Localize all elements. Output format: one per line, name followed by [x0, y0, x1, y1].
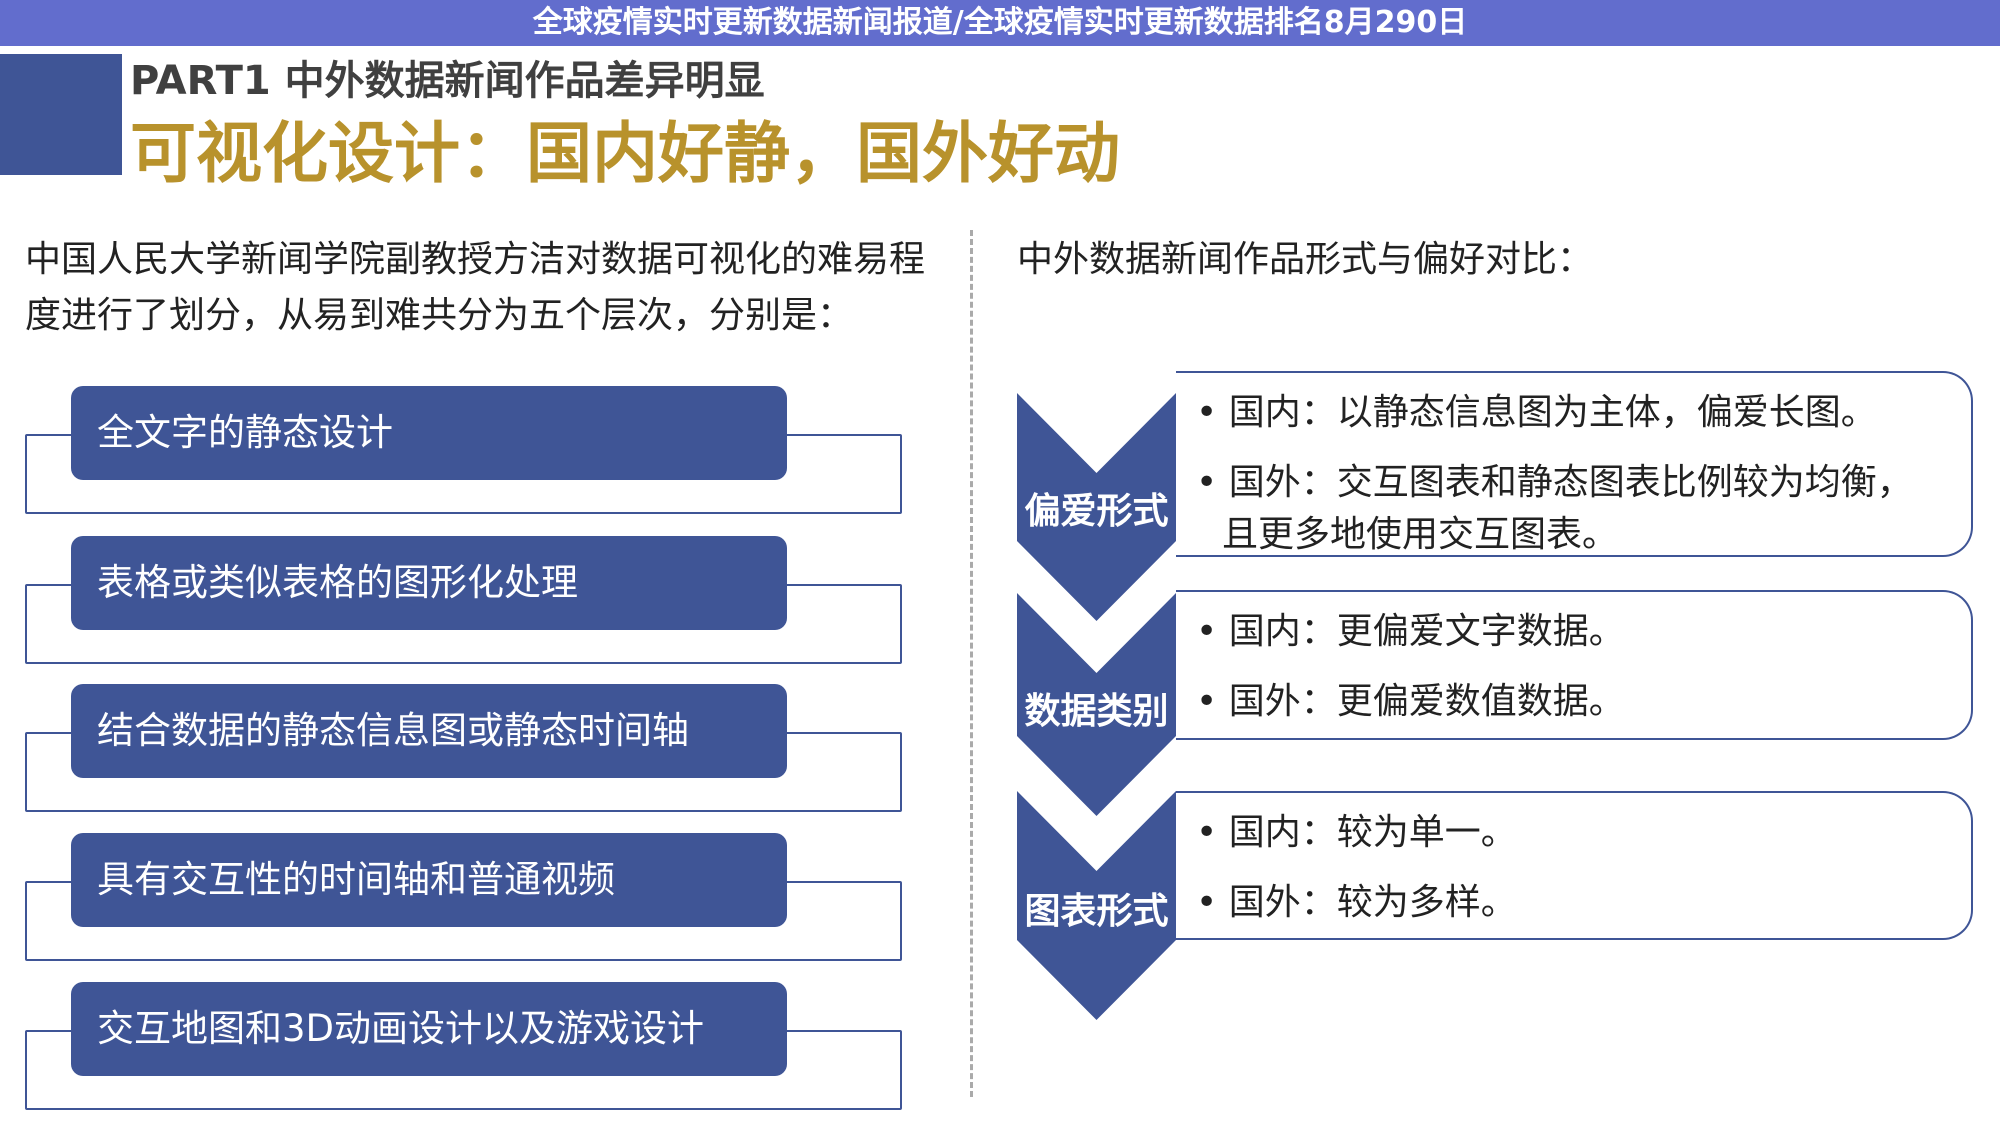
- comparison-box: 国内：更偏爱文字数据。 国外：更偏爱数值数据。: [1176, 590, 1973, 740]
- bullet-item: 国内：较为单一。: [1196, 807, 1971, 859]
- overlay-banner[interactable]: 全球疫情实时更新数据新闻报道/全球疫情实时更新数据排名8月290日: [0, 0, 2000, 46]
- category-label: 偏爱形式: [1024, 491, 1169, 532]
- level-item: 结合数据的静态信息图或静态时间轴: [71, 684, 787, 778]
- category-label: 数据类别: [1024, 691, 1169, 732]
- part-heading: PART1 中外数据新闻作品差异明显: [130, 58, 765, 104]
- level-item: 表格或类似表格的图形化处理: [71, 536, 787, 630]
- level-item: 具有交互性的时间轴和普通视频: [71, 833, 787, 927]
- comparison-box: 国内：以静态信息图为主体，偏爱长图。 国外：交互图表和静态图表比例较为均衡， 且…: [1176, 371, 1973, 557]
- bullet-item: 国外：更偏爱数值数据。: [1196, 676, 1971, 728]
- intro-paragraph: 中国人民大学新闻学院副教授方洁对数据可视化的难易程度进行了划分，从易到难共分为五…: [25, 239, 926, 336]
- chevron-arrow-icon: [1017, 791, 1176, 1020]
- bullet-item-continued: 且更多地使用交互图表。: [1222, 514, 1619, 555]
- level-item: 交互地图和3D动画设计以及游戏设计: [71, 982, 787, 1076]
- column-divider: [970, 230, 973, 1097]
- bullet-item: 国内：以静态信息图为主体，偏爱长图。: [1196, 387, 1971, 439]
- bullet-item: 国外：较为多样。: [1196, 877, 1971, 929]
- category-label: 图表形式: [1024, 891, 1169, 932]
- slide-title: 可视化设计：国内好静，国外好动: [130, 115, 1120, 192]
- bullet-item: 国外：交互图表和静态图表比例较为均衡，: [1196, 457, 1971, 509]
- title-accent-block: [0, 54, 122, 175]
- chevron-arrow-icon: [1017, 393, 1176, 621]
- chevron-arrow-icon: [1017, 593, 1176, 816]
- bullet-item: 国内：更偏爱文字数据。: [1196, 606, 1971, 658]
- comparison-heading: 中外数据新闻作品形式与偏好对比：: [1017, 239, 1594, 280]
- comparison-box: 国内：较为单一。 国外：较为多样。: [1176, 791, 1973, 940]
- level-item: 全文字的静态设计: [71, 386, 787, 480]
